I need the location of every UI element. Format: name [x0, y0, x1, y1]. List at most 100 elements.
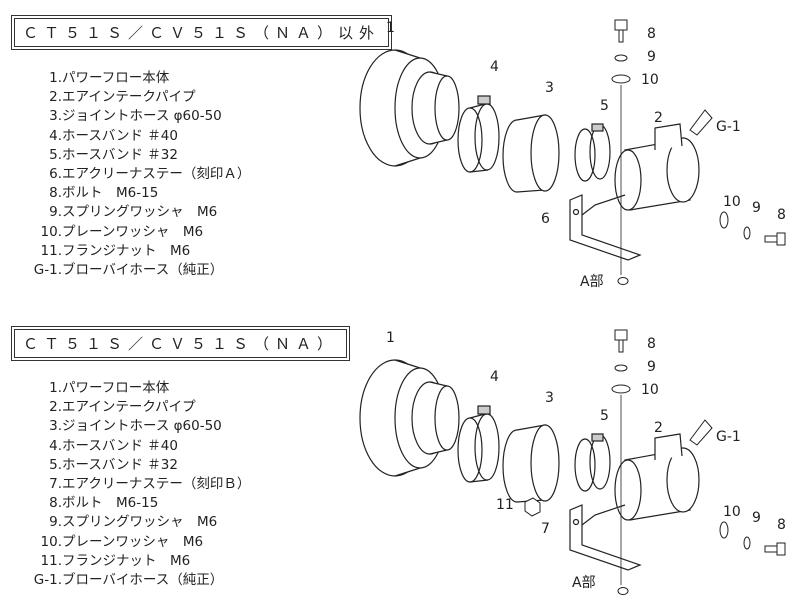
- item-label: パワーフロー本体: [62, 70, 170, 86]
- air-cleaner-stay: [569, 194, 642, 261]
- callout-1: 1: [386, 20, 395, 36]
- list-item: 7.エアクリーナステー（刻印Ｂ）: [14, 475, 250, 494]
- list-item: 1.パワーフロー本体: [14, 69, 250, 88]
- callout-10: 10: [641, 72, 659, 88]
- callout-5: 5: [600, 98, 609, 114]
- list-item: 5.ホースバンド ＃32: [14, 456, 250, 475]
- section-title-1: ＣＴ５１Ｓ／ＣＶ５１Ｓ（ＮＡ）以外: [11, 15, 393, 50]
- section-title-2: ＣＴ５１Ｓ／ＣＶ５１Ｓ（ＮＡ）: [11, 326, 351, 361]
- item-number: 6.: [49, 166, 62, 183]
- item-number: 7.: [49, 476, 62, 493]
- item-number: G-1.: [33, 262, 62, 279]
- item-label: ブローバイホース（純正）: [62, 572, 224, 589]
- intake-pipe: [614, 123, 700, 211]
- callout-1: 1: [386, 330, 395, 346]
- item-label: プレーンワッシャ M6: [62, 223, 204, 240]
- item-label: スプリングワッシャ M6: [62, 204, 218, 221]
- spring-washer-side: [743, 536, 751, 550]
- item-number: 1.: [49, 70, 62, 86]
- callout-g1: G-1: [716, 119, 741, 135]
- callout-9: 9: [647, 49, 656, 65]
- list-item: 2.エアインテークパイプ: [14, 88, 250, 107]
- list-item: 8.ボルト M6-15: [14, 494, 250, 513]
- plain-washer-side: [719, 521, 729, 539]
- bolt-side: [764, 232, 786, 246]
- item-label: ジョイントホース φ60-50: [62, 108, 222, 125]
- item-number: 8.: [49, 495, 62, 512]
- list-item: G-1.ブローバイホース（純正）: [14, 571, 250, 590]
- callout-stay: 6: [541, 211, 550, 227]
- item-label: エアクリーナステー（刻印Ｂ）: [62, 476, 251, 493]
- air-cleaner-stay: [569, 504, 642, 571]
- hose-band-40: [457, 95, 500, 173]
- item-label: ホースバンド ＃32: [62, 146, 178, 163]
- item-label: エアインテークパイプ: [62, 89, 196, 106]
- item-label: エアクリーナステー（刻印Ａ）: [62, 166, 251, 183]
- callout-3: 3: [545, 390, 554, 406]
- callout-9-side: 9: [752, 200, 761, 216]
- item-number: 4.: [49, 437, 62, 454]
- item-number: 9.: [49, 514, 62, 531]
- item-number: 4.: [49, 127, 62, 144]
- blowby-hose: [689, 109, 713, 136]
- item-label: ホースバンド ＃40: [62, 127, 178, 144]
- bolt-top: [614, 19, 628, 43]
- callout-stay: 7: [541, 521, 550, 537]
- item-label: プレーンワッシャ M6: [62, 533, 204, 550]
- callout-9: 9: [647, 359, 656, 375]
- item-label: ボルト M6-15: [62, 495, 159, 512]
- item-number: 11.: [40, 242, 62, 259]
- item-number: 2.: [49, 89, 62, 106]
- callout-8-side: 8: [777, 517, 786, 533]
- bolt-top: [614, 329, 628, 353]
- callout-11: 11: [496, 497, 514, 513]
- list-item: 2.エアインテークパイプ: [14, 398, 250, 417]
- callout-g1: G-1: [716, 429, 741, 445]
- list-item: 1.パワーフロー本体: [14, 379, 250, 398]
- hose-band-32: [574, 433, 611, 492]
- item-label: フランジナット M6: [62, 242, 191, 259]
- callout-8: 8: [647, 336, 656, 352]
- item-label: ホースバンド ＃40: [62, 437, 178, 454]
- item-number: G-1.: [33, 572, 62, 589]
- list-item: 3.ジョイントホース φ60-50: [14, 107, 250, 126]
- callout-8: 8: [647, 26, 656, 42]
- callout-2: 2: [654, 420, 663, 436]
- item-number: 5.: [49, 456, 62, 473]
- callout-4: 4: [490, 59, 499, 75]
- item-label: ブローバイホース（純正）: [62, 262, 224, 279]
- list-item: 4.ホースバンド ＃40: [14, 437, 250, 456]
- plain-washer-side: [719, 211, 729, 229]
- list-item: 10.プレーンワッシャ M6: [14, 533, 250, 552]
- callout-4: 4: [490, 369, 499, 385]
- plain-washer-top: [611, 384, 631, 394]
- callout-10-side: 10: [723, 504, 741, 520]
- item-number: 5.: [49, 146, 62, 163]
- item-number: 3.: [49, 108, 62, 125]
- callout-2: 2: [654, 110, 663, 126]
- item-label: ボルト M6-15: [62, 185, 159, 202]
- callout-8-side: 8: [777, 207, 786, 223]
- list-item: 11.フランジナット M6: [14, 552, 250, 571]
- hose-band-32: [574, 123, 611, 182]
- callout-10-side: 10: [723, 194, 741, 210]
- item-number: 9.: [49, 204, 62, 221]
- list-item: 9.スプリングワッシャ M6: [14, 203, 250, 222]
- part-a-label: A部: [572, 575, 596, 591]
- blowby-hose: [689, 419, 713, 446]
- hole-marker: [617, 277, 629, 285]
- power-flow-body: [359, 49, 460, 167]
- list-item: 3.ジョイントホース φ60-50: [14, 417, 250, 436]
- joint-hose: [502, 114, 560, 193]
- flange-nut: [524, 497, 541, 517]
- list-item: 5.ホースバンド ＃32: [14, 146, 250, 165]
- list-item: 11.フランジナット M6: [14, 242, 250, 261]
- list-item: 4.ホースバンド ＃40: [14, 127, 250, 146]
- callout-3: 3: [545, 80, 554, 96]
- part-a-label: A部: [580, 274, 604, 290]
- item-label: パワーフロー本体: [62, 380, 170, 396]
